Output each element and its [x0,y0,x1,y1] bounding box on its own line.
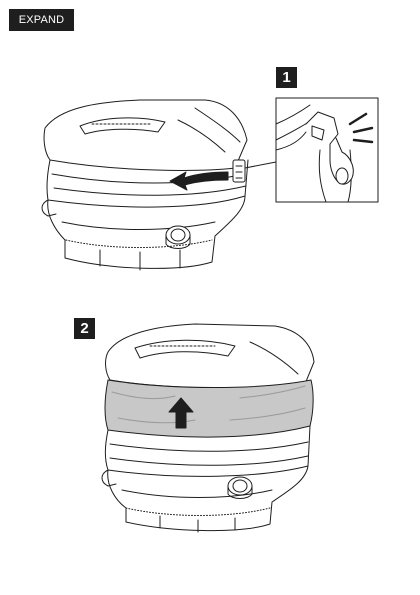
step-number-2: 2 [74,318,95,339]
toilet-illustration [41,99,277,271]
expand-label: EXPAND [9,9,74,31]
step-number-1: 1 [276,67,297,88]
latch-detail-icon [275,97,379,203]
toilet-expanded-illustration [101,323,315,533]
up-arrow-icon [168,397,194,429]
left-arrow-icon [169,171,229,191]
